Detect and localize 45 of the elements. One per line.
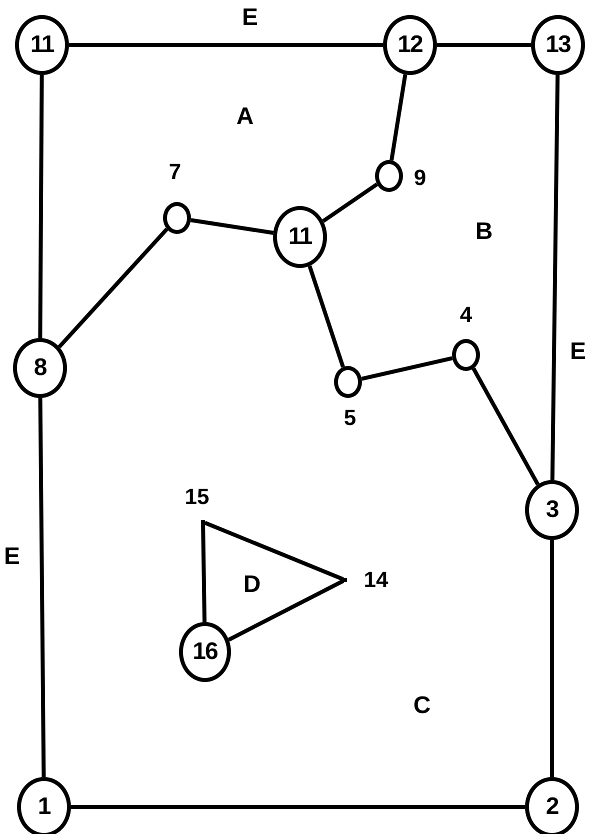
numbered-circle: 1 — [17, 777, 71, 834]
connector-line — [58, 228, 168, 348]
numbered-circle: 11 — [273, 206, 327, 268]
connector-line — [437, 43, 531, 47]
region-label: C — [413, 694, 431, 718]
connector-line — [550, 74, 560, 480]
connector-line — [308, 265, 345, 368]
region-label: B — [475, 220, 493, 244]
small-circle — [163, 202, 191, 234]
vertex-point — [343, 578, 347, 582]
vertex-number: 7 — [168, 161, 182, 183]
region-label: D — [243, 573, 261, 597]
vertex-number: 4 — [460, 304, 472, 326]
numbered-circle: 12 — [383, 15, 437, 75]
connector-line — [228, 579, 344, 642]
small-circle — [452, 339, 480, 371]
connector-line — [38, 74, 44, 338]
small-circle — [375, 160, 403, 192]
numbered-circle: 16 — [179, 622, 231, 682]
numbered-circle: 13 — [531, 15, 585, 75]
vertex-number: 9 — [414, 167, 426, 189]
region-label: E — [4, 545, 20, 569]
connector-line — [361, 356, 453, 381]
region-label: E — [570, 340, 586, 364]
connector-line — [472, 368, 540, 486]
region-label: A — [236, 105, 254, 129]
connector-line — [38, 398, 46, 778]
connector-line — [390, 74, 408, 161]
connector-line — [190, 218, 274, 235]
connector-line — [204, 520, 344, 582]
vertex-number: 15 — [184, 486, 210, 508]
connector-line — [550, 540, 554, 777]
vertex-point — [201, 520, 205, 524]
small-circle — [334, 366, 362, 398]
numbered-circle: 8 — [13, 338, 67, 398]
connector-line — [201, 524, 207, 622]
vertex-number: 14 — [364, 569, 388, 591]
connector-line — [322, 182, 378, 223]
region-label: E — [242, 6, 258, 30]
connector-line — [69, 43, 383, 47]
numbered-circle: 11 — [15, 15, 69, 75]
vertex-number: 5 — [344, 407, 356, 429]
numbered-circle: 3 — [525, 480, 579, 540]
numbered-circle: 2 — [525, 777, 579, 834]
connector-line — [71, 805, 525, 809]
